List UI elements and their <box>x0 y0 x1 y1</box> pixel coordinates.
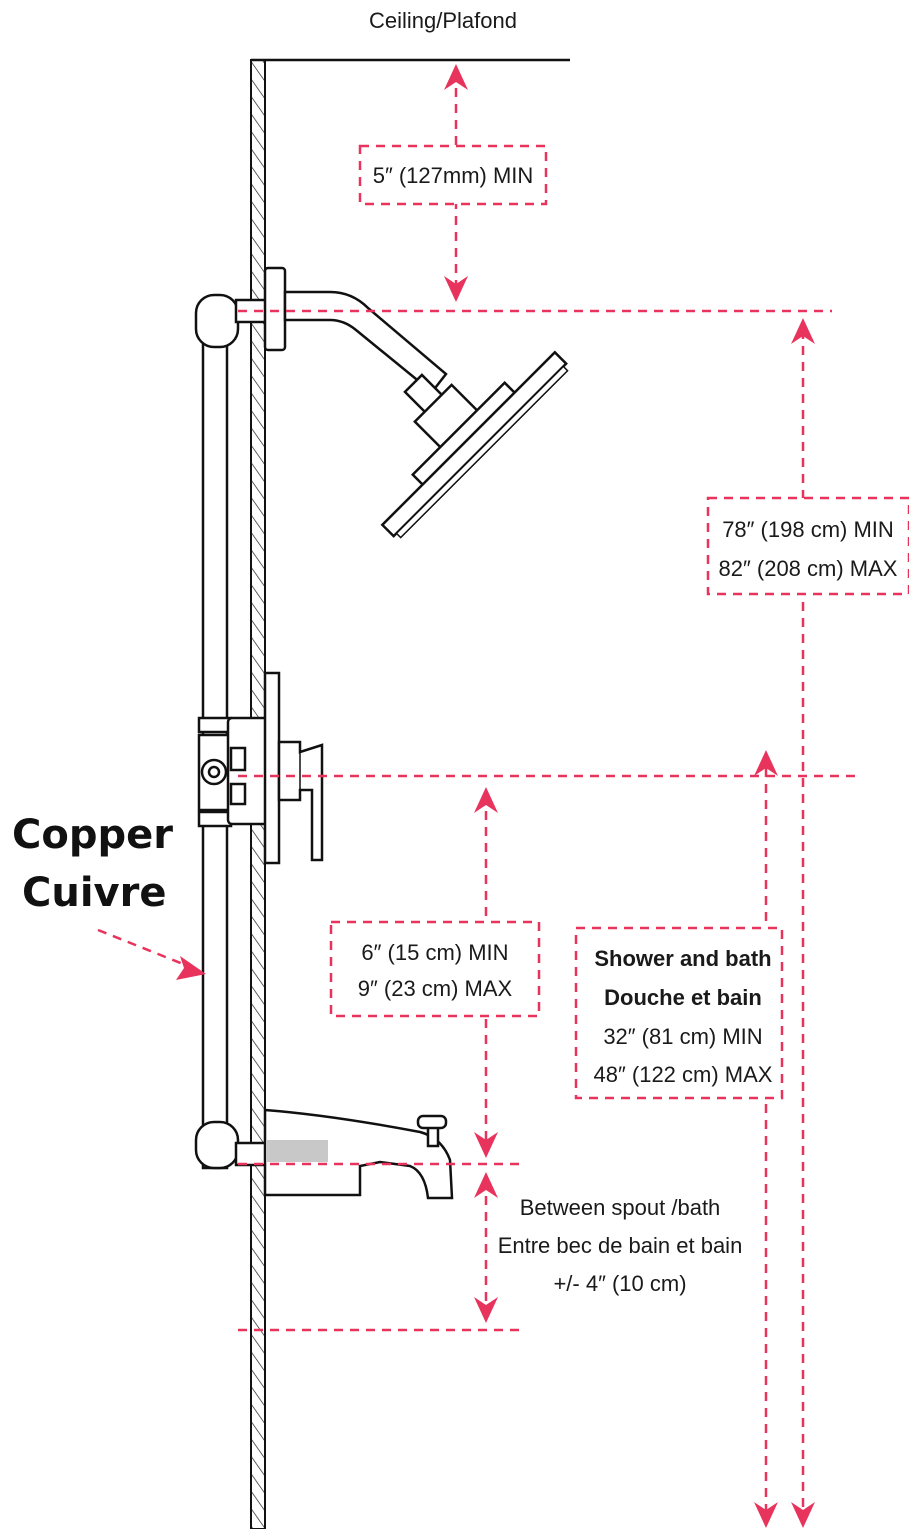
arrow-up-icon <box>754 750 778 776</box>
copper-callout: Copper Cuivre <box>12 812 206 980</box>
tub-spout <box>263 1108 454 1200</box>
shower-bath-callout: Shower and bath Douche et bain 32″ (81 c… <box>574 926 784 1100</box>
shower-bath-max-text: 48″ (122 cm) MAX <box>594 1062 773 1087</box>
spout-fr-text: Entre bec de bain et bain <box>498 1233 743 1258</box>
arrow-up-icon <box>444 64 468 90</box>
arrow-down-icon <box>474 1132 498 1158</box>
arrowheads <box>444 64 815 1528</box>
arrow-up-icon <box>474 787 498 813</box>
head-max-text: 82″ (208 cm) MAX <box>719 556 898 581</box>
spout-tolerance-text: +/- 4″ (10 cm) <box>553 1271 686 1296</box>
valve-max-text: 9″ (23 cm) MAX <box>358 976 513 1001</box>
arrow-down-icon <box>444 276 468 302</box>
arrow-down-icon <box>474 1297 498 1323</box>
shower-head <box>380 350 569 539</box>
ceiling-label: Ceiling/Plafond <box>369 8 517 33</box>
shower-bath-en-text: Shower and bath <box>594 946 771 971</box>
arrow-down-icon <box>791 1502 815 1528</box>
shower-bath-fr-text: Douche et bain <box>604 985 762 1010</box>
head-min-text: 78″ (198 cm) MIN <box>722 517 894 542</box>
valve-handle <box>263 671 324 865</box>
valve-body <box>197 716 272 826</box>
top-clearance-text: 5″ (127mm) MIN <box>373 163 534 188</box>
copper-en-text: Copper <box>12 812 173 858</box>
valve-height-callout: 6″ (15 cm) MIN 9″ (23 cm) MAX <box>329 920 541 1018</box>
arrow-up-icon <box>791 318 815 344</box>
spout-shading <box>266 1140 328 1162</box>
arrow-right-icon <box>176 956 206 980</box>
top-clearance-callout: 5″ (127mm) MIN <box>358 144 548 206</box>
dimension-lines <box>454 72 805 1512</box>
reference-lines <box>238 309 862 1332</box>
copper-fr-text: Cuivre <box>22 870 166 916</box>
head-height-callout: 78″ (198 cm) MIN 82″ (208 cm) MAX <box>706 496 909 596</box>
arrow-up-icon <box>474 1172 498 1198</box>
spout-height-note: Between spout /bath Entre bec de bain et… <box>498 1195 743 1296</box>
valve-min-text: 6″ (15 cm) MIN <box>361 940 508 965</box>
shower-bath-min-text: 32″ (81 cm) MIN <box>603 1024 762 1049</box>
shower-arm <box>263 266 448 394</box>
spout-en-text: Between spout /bath <box>520 1195 721 1220</box>
arrow-down-icon <box>754 1502 778 1528</box>
